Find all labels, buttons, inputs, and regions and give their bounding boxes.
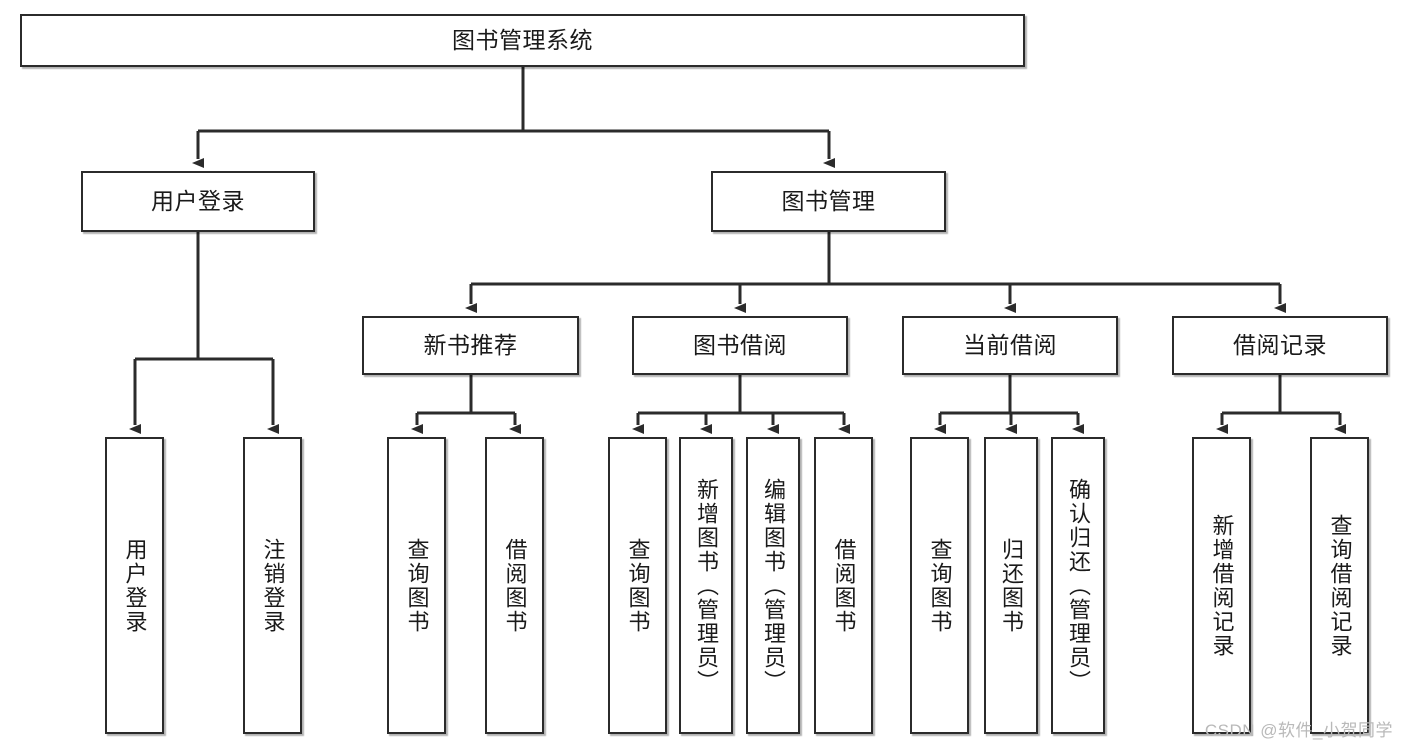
node-leaf_query_book_a[interactable]: 查询图书: [387, 437, 446, 734]
node-label: 归还图书: [999, 537, 1024, 634]
node-leaf_user_logout[interactable]: 注销登录: [243, 437, 302, 734]
node-label: 查询借阅记录: [1327, 513, 1353, 658]
node-label: 注销登录: [260, 537, 286, 634]
node-label: 用户登录: [122, 537, 148, 634]
node-leaf_add_book[interactable]: 新增图书（管理员）: [679, 437, 733, 734]
node-leaf_confirm_return[interactable]: 确认归还（管理员）: [1051, 437, 1105, 734]
node-label: 图书借阅: [693, 331, 787, 358]
node-leaf_user_login[interactable]: 用户登录: [105, 437, 164, 734]
node-leaf_query_record[interactable]: 查询借阅记录: [1310, 437, 1369, 734]
node-book_manage[interactable]: 图书管理: [711, 171, 946, 232]
node-label: 确认归还（管理员）: [1066, 477, 1091, 694]
node-label: 用户登录: [151, 187, 245, 214]
node-leaf_query_book_c[interactable]: 查询图书: [910, 437, 969, 734]
node-label: 图书管理系统: [452, 26, 593, 53]
node-label: 查询图书: [404, 537, 430, 634]
node-current_borrow[interactable]: 当前借阅: [902, 316, 1118, 375]
node-label: 查询图书: [927, 537, 953, 634]
node-leaf_return_book[interactable]: 归还图书: [984, 437, 1038, 734]
node-label: 图书管理: [781, 187, 876, 214]
node-leaf_edit_book[interactable]: 编辑图书（管理员）: [746, 437, 800, 734]
node-label: 查询图书: [625, 537, 651, 634]
node-leaf_query_book_b[interactable]: 查询图书: [608, 437, 667, 734]
node-label: 新增图书（管理员）: [694, 477, 719, 694]
node-book_borrow[interactable]: 图书借阅: [632, 316, 848, 375]
node-label: 借阅图书: [502, 537, 528, 634]
node-label: 新书推荐: [423, 331, 518, 358]
node-label: 借阅记录: [1233, 331, 1327, 358]
node-label: 当前借阅: [963, 331, 1057, 358]
node-leaf_borrow_book_a[interactable]: 借阅图书: [485, 437, 544, 734]
node-label: 编辑图书（管理员）: [761, 477, 786, 694]
node-user_login[interactable]: 用户登录: [81, 171, 315, 232]
node-leaf_add_record[interactable]: 新增借阅记录: [1192, 437, 1251, 734]
node-borrow_record[interactable]: 借阅记录: [1172, 316, 1388, 375]
node-label: 新增借阅记录: [1209, 513, 1235, 658]
node-root[interactable]: 图书管理系统: [20, 14, 1025, 67]
node-label: 借阅图书: [831, 537, 857, 634]
node-leaf_borrow_book_b[interactable]: 借阅图书: [814, 437, 873, 734]
node-new_book_rec[interactable]: 新书推荐: [362, 316, 579, 375]
